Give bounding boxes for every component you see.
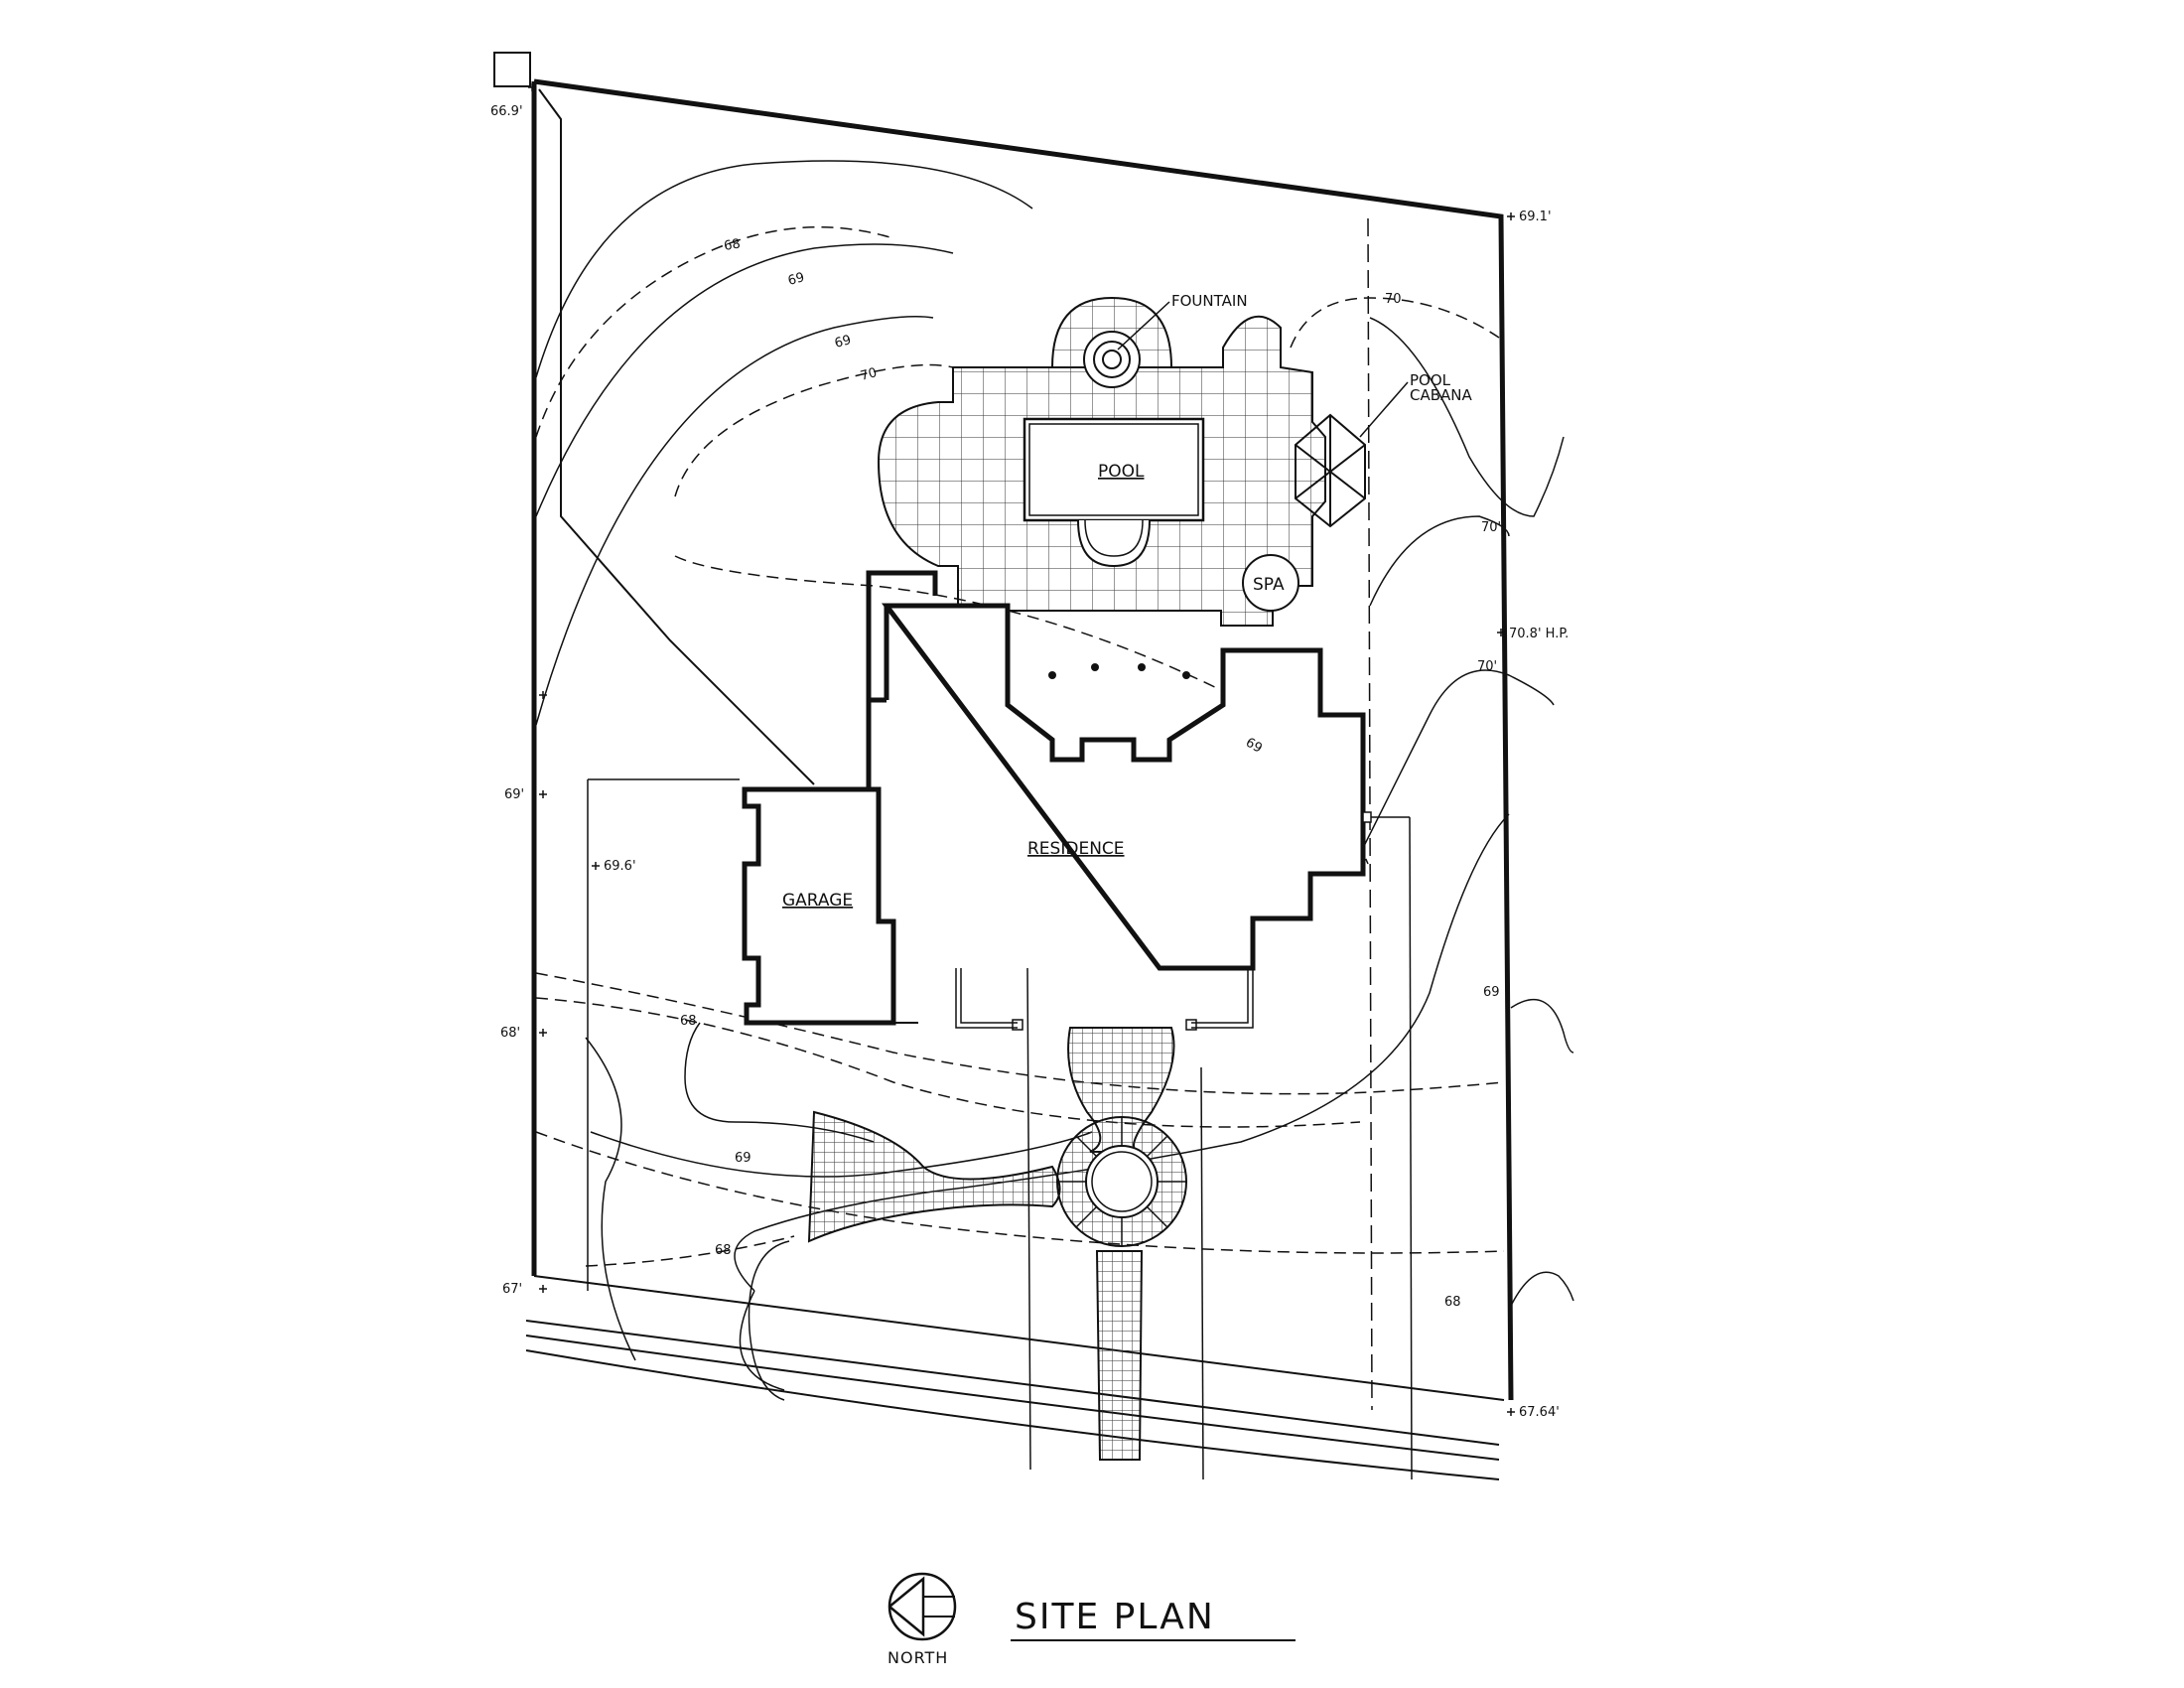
pool-cabana	[1295, 381, 1409, 528]
elev-interior: 69.6'	[604, 859, 636, 874]
fountain-callout: FOUNTAIN	[1171, 292, 1248, 310]
elev-east-hp: 70.8' H.P.	[1509, 627, 1569, 641]
contour-label: 69	[1483, 985, 1500, 1000]
elev-se: 67.64'	[1519, 1405, 1560, 1420]
contour-label: 68	[1444, 1295, 1461, 1310]
contour-labels: 68 69 69 70 70 70' 70' 69 68 69 69 68 68	[680, 236, 1501, 1310]
contour-label: 70	[859, 365, 879, 384]
residence-label: RESIDENCE	[1027, 839, 1125, 859]
contour-label: 69	[786, 270, 806, 289]
property-boundary	[493, 52, 1514, 1401]
north-arrow: NORTH	[887, 1572, 957, 1667]
contour-lines-dashed	[535, 226, 1505, 1267]
north-label: NORTH	[887, 1648, 948, 1667]
entry-walk	[684, 1022, 1187, 1461]
elev-ne: 69.1'	[1519, 210, 1552, 224]
callouts: FOUNTAIN POOL CABANA	[1171, 292, 1473, 404]
front-porch	[955, 968, 1254, 1031]
pool	[1023, 417, 1205, 568]
spa-label: SPA	[1253, 575, 1285, 595]
contour-label: 70'	[1481, 520, 1501, 535]
elev-west-68: 68'	[500, 1026, 520, 1041]
contour-label: 68	[680, 1014, 697, 1029]
garage	[742, 786, 918, 1026]
contour-label: 70	[1385, 292, 1402, 307]
residence	[866, 570, 1372, 971]
contour-label: 68	[723, 236, 742, 254]
street	[525, 1320, 1500, 1480]
contour-label: 69	[735, 1151, 751, 1166]
spot-elevations: 66.9' 69.1' 70.8' H.P. 69' 69.6' 68' 67'…	[490, 104, 1569, 1420]
contour-label: 69	[833, 333, 853, 352]
contour-label: 68	[715, 1243, 732, 1258]
drawing-title: SITE PLAN	[1011, 1597, 1296, 1641]
elev-nw: 66.9'	[490, 104, 523, 119]
room-labels: POOL RESIDENCE GARAGE SPA	[782, 462, 1285, 911]
contour-label: 70'	[1477, 659, 1497, 674]
site-plan-title: SITE PLAN	[1015, 1597, 1215, 1637]
spot-markers	[528, 83, 1515, 1416]
garage-label: GARAGE	[782, 891, 853, 911]
cabana-callout-line1: POOL	[1410, 371, 1451, 389]
fountain	[1083, 301, 1170, 388]
elev-west-69: 69'	[504, 787, 524, 802]
contour-label: 69	[1243, 735, 1265, 756]
pool-label: POOL	[1098, 462, 1145, 482]
elev-sw: 67'	[502, 1282, 522, 1297]
cabana-callout-line2: CABANA	[1410, 386, 1473, 404]
spa	[1242, 554, 1299, 612]
